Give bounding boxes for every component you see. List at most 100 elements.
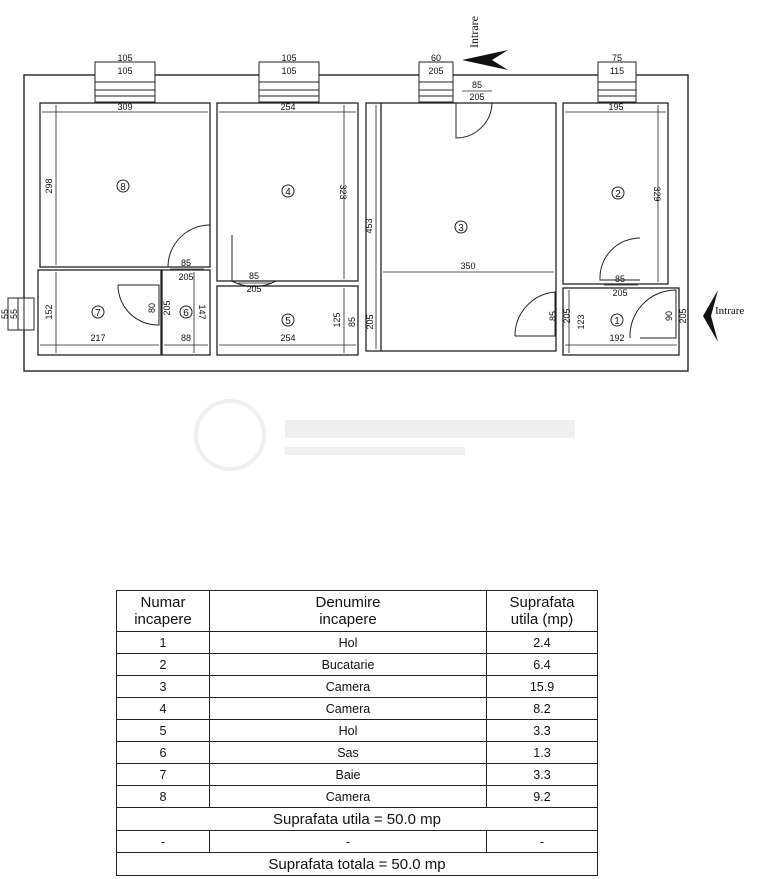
- window-2-top: 105: [281, 53, 296, 63]
- room-3-number: 3: [458, 223, 464, 234]
- row-area: 8.2: [486, 697, 598, 720]
- room-6-outline: [161, 269, 211, 356]
- window-2-bottom: 105: [281, 66, 296, 76]
- room-3-height: 453: [364, 218, 374, 233]
- table-header-row: Numar incapere Denumire incapere Suprafa…: [116, 590, 598, 632]
- area-table: Numar incapere Denumire incapere Suprafa…: [116, 590, 598, 876]
- row-name: Camera: [209, 785, 487, 808]
- header-number: Numar incapere: [116, 590, 210, 632]
- row-number: 2: [116, 653, 210, 676]
- window-3-top: 60: [431, 53, 441, 63]
- room-outlines: [37, 102, 680, 356]
- room-2-outline: [562, 102, 669, 285]
- room-2-number: 2: [615, 189, 621, 200]
- door-entrance-h: 205: [469, 92, 484, 102]
- windows: [7, 61, 637, 331]
- room-7-number: 7: [95, 308, 101, 319]
- useful-total-row: Suprafata utila = 50.0 mp: [116, 807, 598, 831]
- row-name: Hol: [209, 719, 487, 742]
- door-5-w: 85: [347, 317, 357, 327]
- room-5-width: 254: [280, 333, 295, 343]
- dash-cell: -: [209, 830, 487, 853]
- door-3-w: 85: [548, 311, 558, 321]
- door-2-h: 205: [612, 288, 627, 298]
- room-3-width: 350: [460, 261, 475, 271]
- door-1-h: 205: [678, 308, 688, 323]
- room-4-width: 254: [280, 102, 295, 112]
- row-name: Sas: [209, 741, 487, 764]
- row-number: 6: [116, 741, 210, 764]
- window-1-bottom: 105: [117, 66, 132, 76]
- room-8-outline: [39, 102, 211, 268]
- dimension-lines: [40, 105, 677, 353]
- room-4-number: 4: [285, 187, 291, 198]
- room-8-width: 309: [117, 102, 132, 112]
- row-name: Baie: [209, 763, 487, 786]
- doors: [117, 102, 677, 339]
- floor-plan: 105 105 105 105 60 205 75 115 55 55 309 …: [0, 16, 744, 372]
- door-labels: 85 205 85 205 85 205 85 205 80 205 85 20…: [147, 80, 688, 330]
- row-name: Hol: [209, 631, 487, 654]
- dash-cell: -: [116, 830, 210, 853]
- dash-cell: -: [486, 830, 598, 853]
- window-dims: 105 105 105 105 60 205 75 115 55 55: [0, 53, 624, 319]
- entrance-label-right: Intrare: [715, 305, 744, 317]
- door-3-h: 205: [562, 308, 572, 323]
- outer-wall: [23, 74, 689, 372]
- dash-row: ---: [116, 830, 598, 853]
- row-number: 1: [116, 631, 210, 654]
- room-1-width: 192: [609, 333, 624, 343]
- useful-total: Suprafata utila = 50.0 mp: [116, 807, 598, 831]
- row-number: 4: [116, 697, 210, 720]
- row-area: 6.4: [486, 653, 598, 676]
- entrance-label-top: Intrare: [467, 16, 481, 48]
- row-number: 7: [116, 763, 210, 786]
- row-area: 3.3: [486, 763, 598, 786]
- room-5-height: 125: [332, 312, 342, 327]
- room-7-height: 152: [44, 304, 54, 319]
- dimension-labels: 309 254 350 195 217 88 254 192 298 323 4…: [44, 102, 662, 343]
- door-8-w: 85: [181, 258, 191, 268]
- header-area: Suprafata utila (mp): [486, 590, 598, 632]
- row-name: Bucatarie: [209, 653, 487, 676]
- door-7-h: 205: [162, 300, 172, 315]
- row-area: 2.4: [486, 631, 598, 654]
- room-8-number: 8: [120, 182, 126, 193]
- room-1-outline: [562, 287, 680, 356]
- room-4-outline: [216, 102, 359, 282]
- row-number: 8: [116, 785, 210, 808]
- left-window-b: 55: [9, 309, 19, 319]
- row-area: 1.3: [486, 741, 598, 764]
- grand-total: Suprafata totala = 50.0 mp: [116, 852, 598, 876]
- left-window-a: 55: [0, 309, 10, 319]
- watermark-logo: [194, 399, 575, 471]
- room-5-number: 5: [285, 316, 291, 327]
- row-number: 3: [116, 675, 210, 698]
- room-5-outline: [216, 285, 359, 356]
- window-1-top: 105: [117, 53, 132, 63]
- door-7-w: 80: [147, 303, 157, 313]
- door-4-h: 205: [246, 284, 261, 294]
- door-8-h: 205: [178, 272, 193, 282]
- door-entrance-w: 85: [472, 80, 482, 90]
- room-2-width: 195: [608, 102, 623, 112]
- row-name: Camera: [209, 675, 487, 698]
- row-name: Camera: [209, 697, 487, 720]
- room-7-outline: [37, 269, 162, 356]
- room-7-width: 217: [90, 333, 105, 343]
- grand-total-row: Suprafata totala = 50.0 mp: [116, 852, 598, 876]
- room-4-height: 323: [338, 184, 348, 199]
- room-1-number: 1: [614, 316, 620, 327]
- room-markers: 8 4 3 2 7 6 5 1: [91, 179, 625, 327]
- header-name: Denumire incapere: [209, 590, 487, 632]
- room-6-width: 88: [181, 333, 191, 343]
- room-6-number: 6: [183, 308, 189, 319]
- row-number: 5: [116, 719, 210, 742]
